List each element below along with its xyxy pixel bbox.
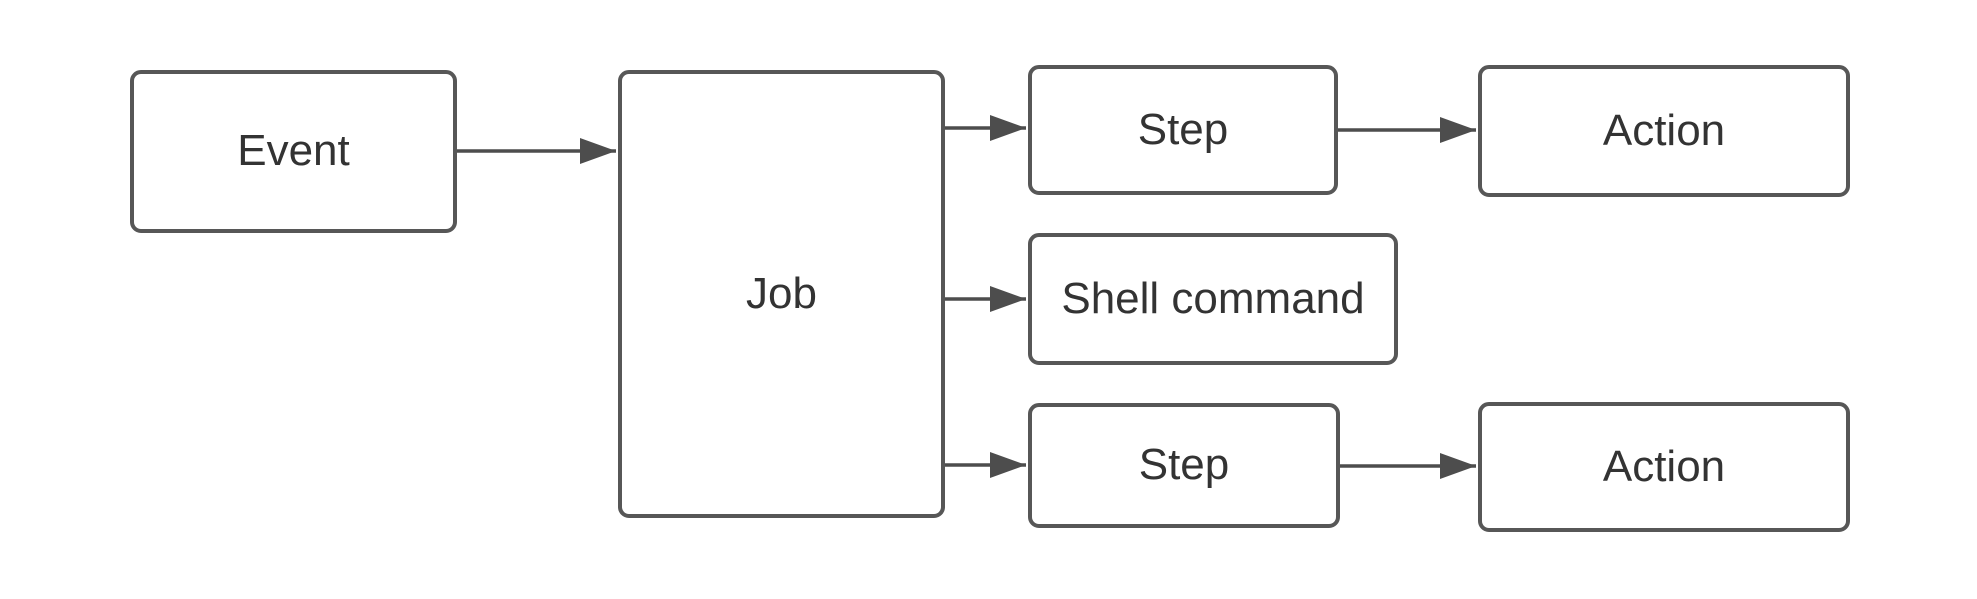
node-label-step-bottom: Step <box>1138 440 1230 490</box>
node-shell-command: Shell command <box>1028 233 1398 365</box>
node-step-top: Step <box>1028 65 1338 195</box>
node-action-bottom: Action <box>1478 402 1850 532</box>
node-job: Job <box>618 70 945 518</box>
node-action-top: Action <box>1478 65 1850 197</box>
node-step-bottom: Step <box>1028 403 1340 528</box>
node-label-action-bottom: Action <box>1602 441 1726 491</box>
node-event: Event <box>130 70 457 233</box>
node-label-step-top: Step <box>1137 104 1229 154</box>
node-label-shell-command: Shell command <box>1061 273 1365 323</box>
node-label-action-top: Action <box>1602 105 1726 155</box>
node-label-event: Event <box>237 126 350 176</box>
node-label-job: Job <box>746 268 817 318</box>
